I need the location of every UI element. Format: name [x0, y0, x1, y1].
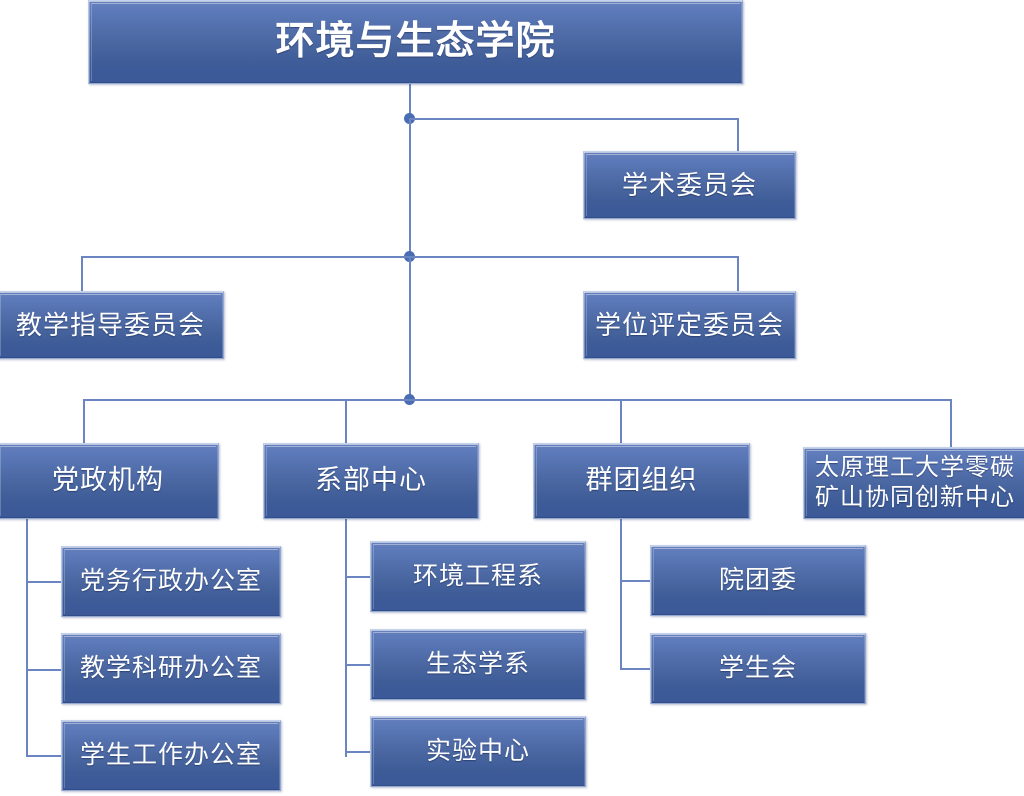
node-ecology-dept[interactable]: 生态学系 — [370, 629, 586, 700]
node-innovation-center-line2: 矿山协同创新中心 — [815, 484, 1015, 511]
connector-to-teaching-committee-v — [81, 256, 83, 291]
connector-mass-orgs-child-2 — [620, 668, 651, 670]
node-departments[interactable]: 系部中心 — [263, 443, 479, 519]
node-youth-league-committee[interactable]: 院团委 — [650, 545, 866, 616]
connector-to-academic-committee-v — [737, 118, 739, 151]
node-experiment-center[interactable]: 实验中心 — [370, 716, 586, 787]
connector-trunk-level2 — [409, 118, 411, 258]
connector-party-admin-child-1 — [26, 581, 62, 583]
connector-to-academic-committee-h — [409, 118, 739, 120]
node-party-affairs-office[interactable]: 党务行政办公室 — [61, 546, 281, 617]
connector-root-trunk — [409, 82, 411, 118]
connector-departments-child-2 — [345, 664, 371, 666]
connector-departments-child-3 — [345, 751, 371, 753]
node-teaching-committee[interactable]: 教学指导委员会 — [0, 291, 224, 359]
root-node-college[interactable]: 环境与生态学院 — [88, 0, 743, 84]
connector-to-degree-committee-v — [737, 256, 739, 291]
node-student-union[interactable]: 学生会 — [650, 633, 866, 704]
node-environmental-engineering-dept[interactable]: 环境工程系 — [370, 541, 586, 612]
node-innovation-center[interactable]: 太原理工大学零碳 矿山协同创新中心 — [803, 447, 1024, 519]
node-party-admin[interactable]: 党政机构 — [0, 443, 219, 519]
connector-departments-child-1 — [345, 576, 371, 578]
connector-level3-h — [83, 399, 952, 401]
connector-to-innovation-center-v — [950, 399, 952, 447]
node-academic-committee[interactable]: 学术委员会 — [583, 151, 796, 219]
connector-party-admin-child-3 — [26, 755, 62, 757]
connector-trunk-level3 — [409, 256, 411, 401]
node-student-affairs-office[interactable]: 学生工作办公室 — [61, 720, 281, 791]
connector-to-mass-orgs-v — [620, 399, 622, 443]
node-mass-orgs[interactable]: 群团组织 — [533, 443, 750, 519]
connector-mass-orgs-child-1 — [620, 580, 651, 582]
connector-party-admin-spine — [26, 518, 28, 757]
connector-mass-orgs-spine — [620, 518, 622, 670]
connector-departments-spine — [345, 518, 347, 757]
node-teaching-research-office[interactable]: 教学科研办公室 — [61, 633, 281, 704]
node-innovation-center-line1: 太原理工大学零碳 — [815, 454, 1015, 481]
connector-to-departments-v — [345, 399, 347, 443]
connector-party-admin-child-2 — [26, 669, 62, 671]
connector-to-party-admin-v — [83, 399, 85, 443]
node-degree-committee[interactable]: 学位评定委员会 — [583, 291, 796, 359]
